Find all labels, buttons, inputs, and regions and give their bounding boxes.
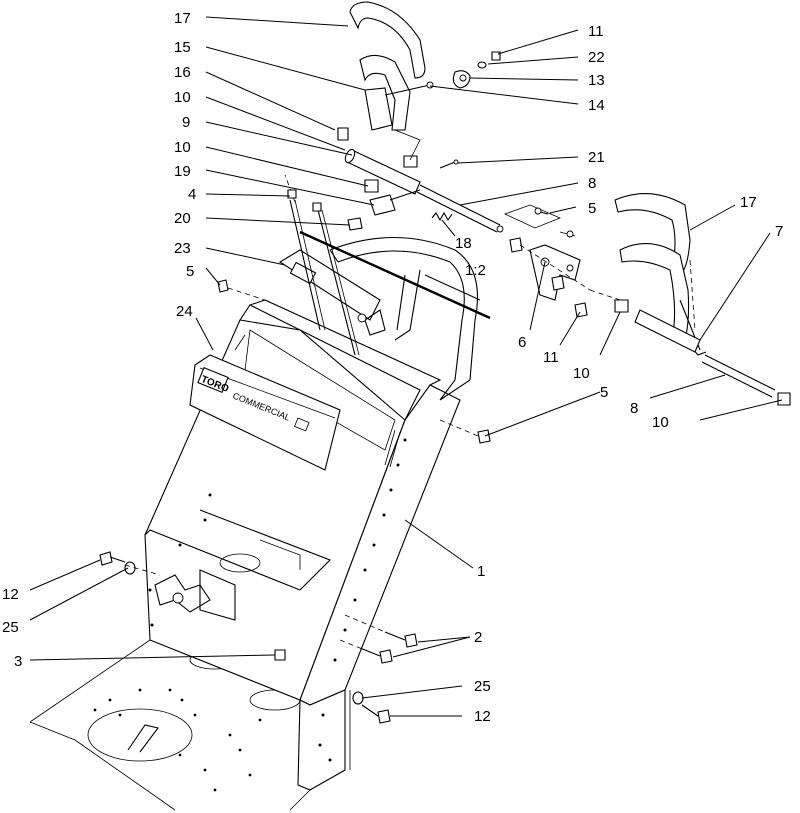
callout-10: 10 [573,365,590,382]
callout-3: 3 [14,653,22,670]
callout-5: 5 [600,384,608,401]
callout-21: 21 [588,149,605,166]
callout-17: 17 [174,10,191,27]
callout-15: 15 [174,39,191,56]
callout-9: 9 [182,114,190,131]
callout-16: 16 [174,64,191,81]
callout-8: 8 [630,400,638,417]
callout-19: 19 [174,163,191,180]
callout-10: 10 [652,414,669,431]
callout-1-2: 1:2 [465,262,486,279]
callout-11: 11 [543,349,559,366]
callout-22: 22 [588,49,605,66]
callout-17: 17 [740,194,757,211]
top-handle-assembly [337,1,501,161]
callout-6: 6 [518,334,526,351]
callout-4: 4 [188,186,196,203]
handle-loop [329,236,478,401]
cables [284,174,491,356]
callout-25: 25 [474,678,491,695]
upper-shaft-assembly [287,127,562,233]
callout-18: 18 [455,235,472,252]
callout-11: 11 [588,23,604,40]
callout-13: 13 [588,72,605,89]
callout-5: 5 [186,263,194,280]
callout-24: 24 [176,303,193,320]
callout-10: 10 [174,89,191,106]
lower-fasteners [99,279,491,724]
callout-5: 5 [588,200,596,217]
callout-10: 10 [174,139,191,156]
callout-20: 20 [174,210,191,227]
callout-1: 1 [477,563,485,580]
callout-14: 14 [588,97,605,114]
control-bracket [278,249,386,336]
callout-labels: 17 15 16 10 9 10 19 4 20 23 5 24 11 22 1… [2,10,783,725]
leader-lines [29,16,783,717]
commercial-decal-panel: TORO COMMERCIAL [189,354,341,471]
right-handle-assembly [614,193,791,406]
right-bracket [509,230,621,318]
callout-2: 2 [474,629,482,646]
callout-23: 23 [174,240,191,257]
callout-25: 25 [2,619,19,636]
callout-8: 8 [588,175,596,192]
callout-12: 12 [474,708,491,725]
callout-12: 12 [2,586,19,603]
callout-7: 7 [775,223,783,240]
